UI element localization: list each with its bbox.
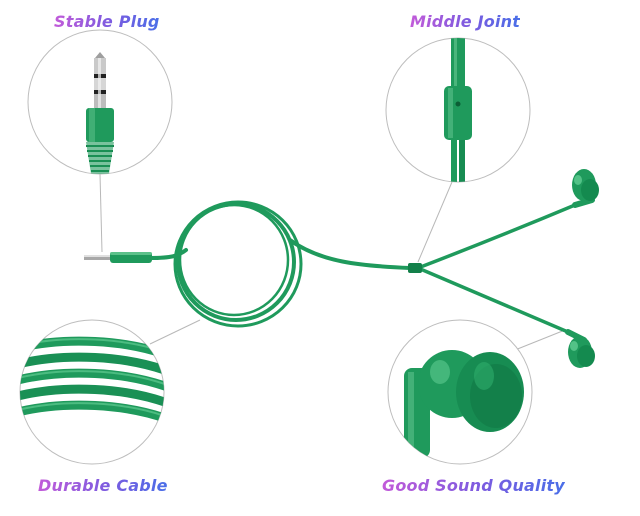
label-stable-plug: Stable Plug (54, 12, 160, 31)
detail-circle-plug (27, 29, 173, 175)
earbud-icon (572, 169, 599, 208)
middle-joint-small (408, 263, 422, 273)
callout-lines (99, 173, 566, 351)
label-middle-joint: Middle Joint (410, 12, 521, 31)
earbud-icon (565, 329, 595, 368)
detail-circle-joint (385, 37, 531, 183)
headphone-jack-icon (84, 252, 152, 263)
label-durable-cable: Durable Cable (38, 476, 168, 495)
label-good-sound-quality: Good Sound Quality (382, 476, 565, 495)
main-cable (148, 200, 577, 334)
detail-circle-sound (387, 319, 533, 465)
